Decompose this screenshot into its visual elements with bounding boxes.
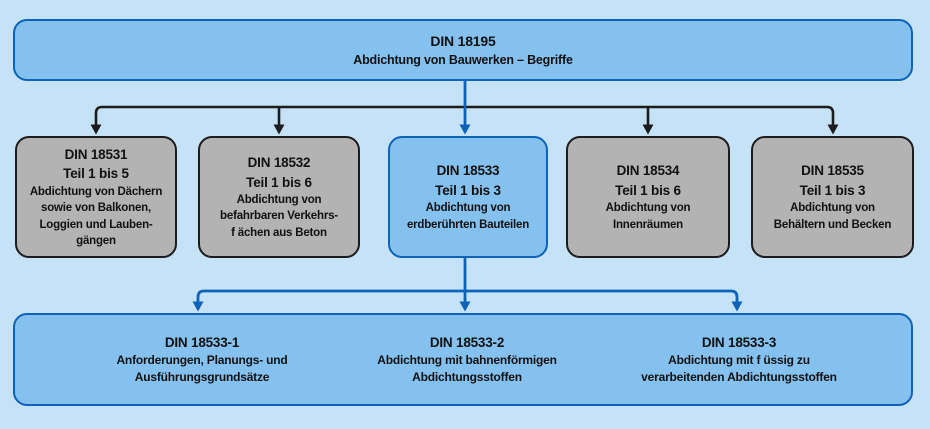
node-code: DIN 18535 [801,163,864,179]
node-parts: Teil 1 bis 5 [63,166,129,182]
blue-branch-line [196,289,739,303]
node-description: Abdichtung von erdberührten Bauteilen [406,202,530,231]
node-description: Abdichtung von Bauwerken – Begriffe [353,52,573,67]
node-code: DIN 18533-2 [429,334,505,350]
node-description: Abdichtung mit bahnenförmigen Abdichtung… [377,353,557,385]
node-code: DIN 18533-1 [164,334,240,350]
black-arrowhead-1 [90,124,102,135]
node-din-18533-highlighted: DIN 18533 Teil 1 bis 3 Abdichtung von er… [388,136,548,258]
blue-arrowhead-center [459,124,471,135]
node-code: DIN 18534 [616,163,680,179]
node-code: DIN 18195 [430,32,496,49]
node-din-18535: DIN 18535 Teil 1 bis 3 Abdichtung von Be… [751,136,914,258]
node-parts: Teil 1 bis 6 [246,174,312,190]
node-parts: Teil 1 bis 3 [799,182,866,198]
node-code: DIN 18533 [436,163,500,179]
node-din-18533-2: DIN 18533-2 Abdichtung mit bahnenförmige… [317,333,617,387]
black-arrowhead-5 [827,124,839,135]
black-arrowhead-4 [642,124,654,135]
node-description: Abdichtung mit f üssig zu verarbeitenden… [641,353,837,385]
node-din-18533-1: DIN 18533-1 Anforderungen, Planungs- und… [52,333,352,387]
node-description: Abdichtung von Behältern und Becken [773,202,892,231]
node-description: Anforderungen, Planungs- und Ausführungs… [116,353,288,385]
node-din-18533-3: DIN 18533-3 Abdichtung mit f üssig zu ve… [589,333,889,387]
node-description: Abdichtung von Dächern sowie von Balkone… [29,185,163,247]
node-din-18533-parts: DIN 18533-1 Anforderungen, Planungs- und… [13,313,913,406]
blue-arrowhead-sub1 [192,301,204,312]
node-parts: Teil 1 bis 6 [615,182,681,198]
blue-arrowhead-sub3 [731,301,743,312]
node-description: Abdichtung von befahrbaren Verkehrs- f ä… [220,194,338,239]
blue-arrowhead-sub2 [459,301,471,312]
node-din-18531: DIN 18531 Teil 1 bis 5 Abdichtung von Dä… [15,136,177,258]
node-parts: Teil 1 bis 3 [435,182,501,198]
node-description: Abdichtung von Innenräumen [605,202,691,231]
node-code: DIN 18532 [247,154,311,170]
node-code: DIN 18531 [64,146,128,162]
black-arrowhead-2 [273,124,285,135]
node-din-18532: DIN 18532 Teil 1 bis 6 Abdichtung von be… [198,136,360,258]
node-code: DIN 18533-3 [701,334,777,350]
node-din-18195: DIN 18195 Abdichtung von Bauwerken – Beg… [13,19,913,81]
node-din-18534: DIN 18534 Teil 1 bis 6 Abdichtung von In… [566,136,730,258]
